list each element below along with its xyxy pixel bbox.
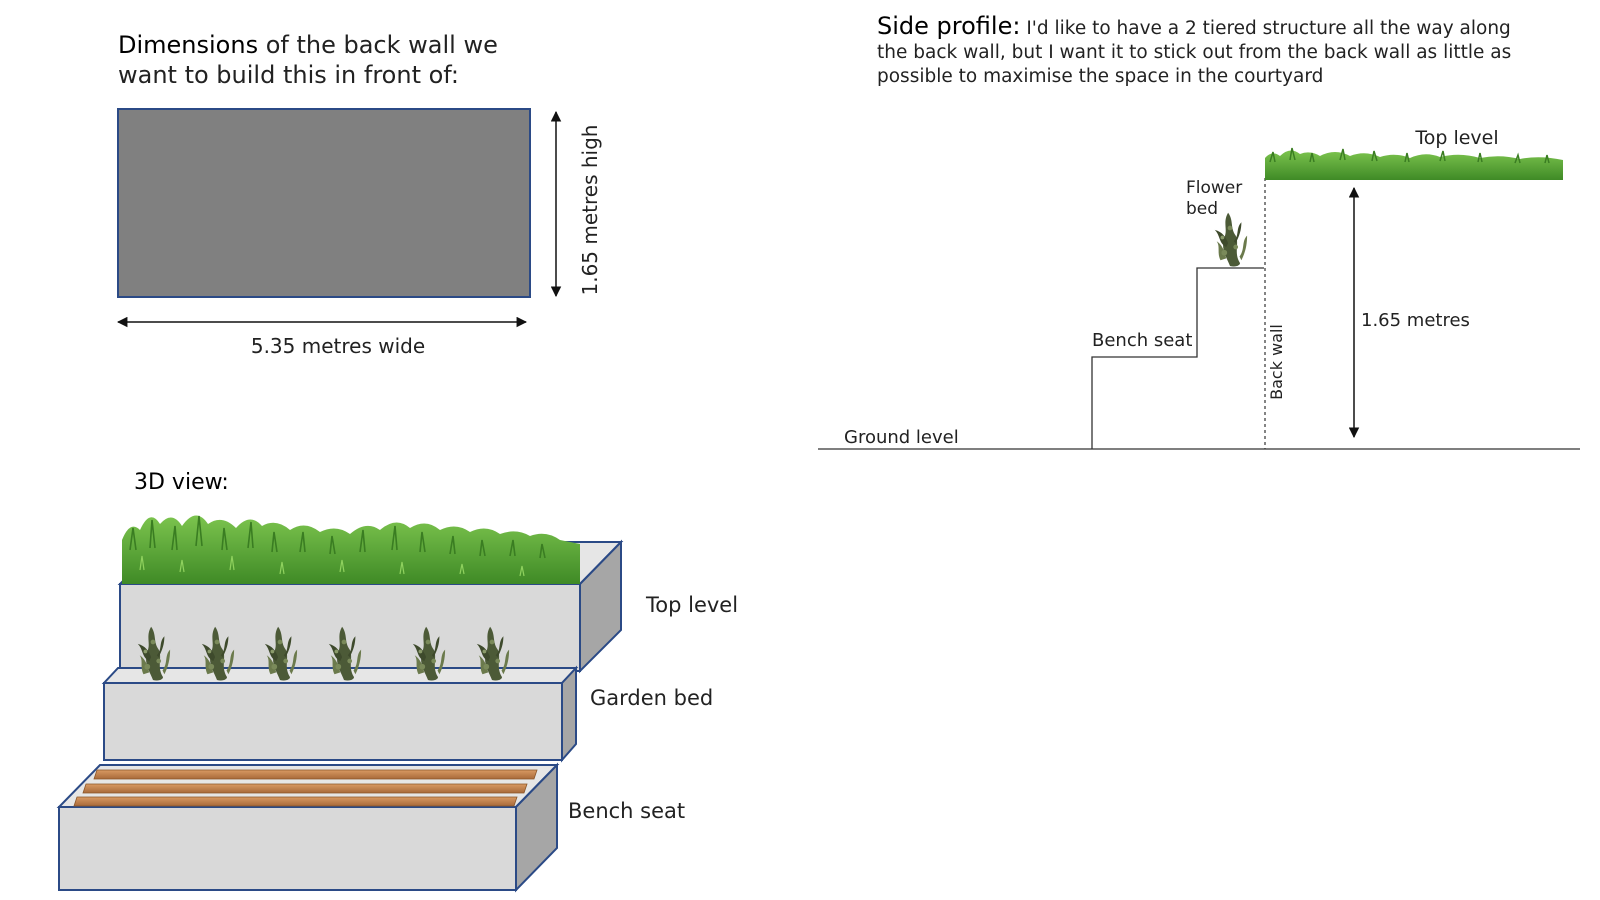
profile-flower-label-line1: Flower (1186, 178, 1242, 198)
side-profile-title-line3: possible to maximise the space in the co… (877, 66, 1324, 87)
view-3d-garden-bed-label: Garden bed (590, 686, 713, 710)
top-level-grass (1265, 147, 1563, 180)
view-3d-title: 3D view: (134, 470, 229, 495)
tiered-step-profile (1091, 267, 1264, 449)
top-level-grass-3d (122, 515, 580, 584)
side-profile-title-line2: the back wall, but I want it to stick ou… (877, 42, 1512, 63)
width-label: 5.35 metres wide (251, 334, 425, 358)
dimensions-title-line2: want to build this in front of: (118, 61, 459, 89)
dimensions-title: Dimensions of the back wall we want to b… (118, 30, 498, 90)
side-profile-title-bold: Side profile: (877, 12, 1021, 40)
dimensions-title-bold: Dimensions (118, 31, 259, 59)
profile-height-label: 1.65 metres (1361, 310, 1470, 331)
side-profile-title-rest: I'd like to have a 2 tiered structure al… (1020, 18, 1511, 39)
flower-bed-shrub-icon (1214, 212, 1248, 267)
garden-bed-box (101, 665, 579, 763)
profile-bench-seat-label: Bench seat (1092, 330, 1192, 351)
bench-wood-slats (73, 769, 538, 807)
profile-ground-level-label: Ground level (844, 427, 959, 448)
view-3d-bench-seat-label: Bench seat (568, 799, 685, 823)
view-3d-top-level-label: Top level (645, 593, 738, 617)
height-label: 1.65 metres high (578, 125, 602, 296)
profile-top-level-label: Top level (1414, 127, 1498, 149)
profile-flower-label-line2: bed (1186, 199, 1218, 219)
profile-back-wall-label: Back wall (1267, 324, 1286, 400)
dimensions-title-rest: of the back wall we (258, 31, 498, 59)
back-wall-rectangle (117, 108, 531, 298)
side-profile-title: Side profile: I'd like to have a 2 tiere… (877, 14, 1511, 89)
